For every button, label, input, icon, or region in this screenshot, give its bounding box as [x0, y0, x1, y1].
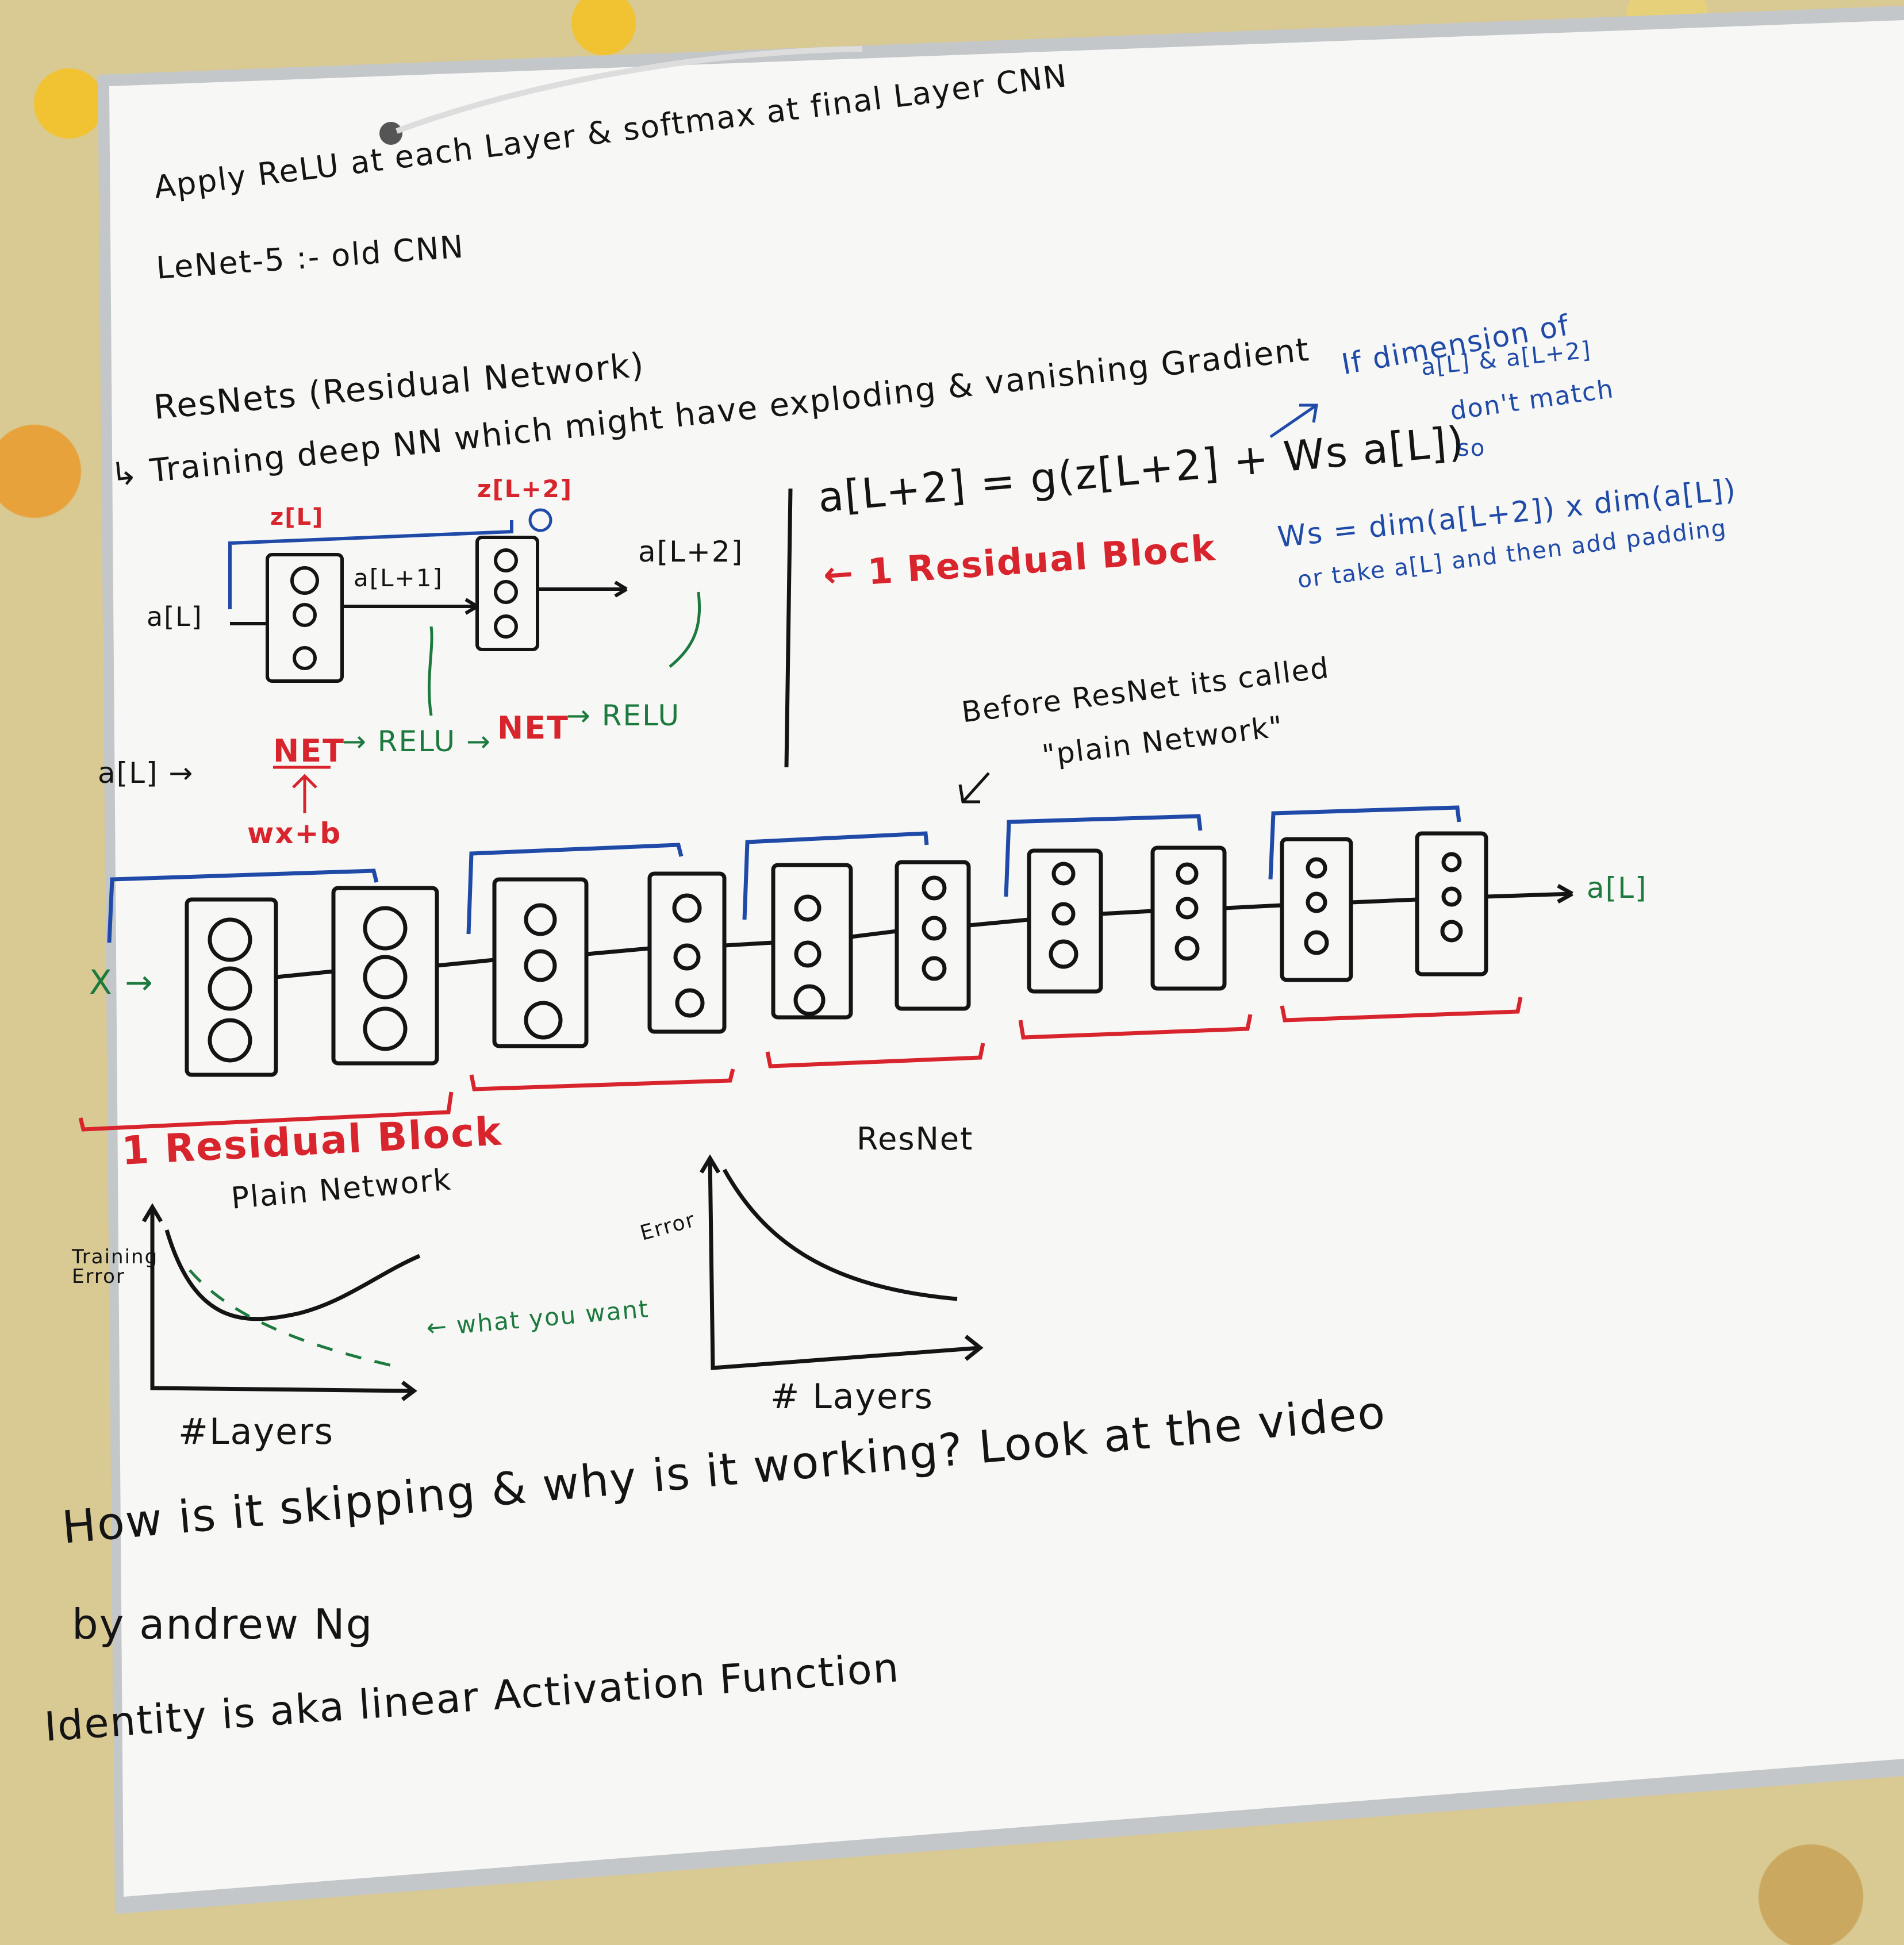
residual-block-diagram [230, 536, 628, 683]
flow-net-1: NET [273, 733, 345, 769]
resnet-graph-title: ResNet [857, 1121, 974, 1157]
hanging-hole [379, 122, 402, 145]
wxb-arrow [292, 774, 317, 813]
divider-line [784, 488, 793, 768]
skip-connection-top [228, 520, 513, 609]
desired-curve [189, 1269, 403, 1370]
a-l1-label: a[L+1] [354, 564, 443, 592]
residual-brackets [78, 997, 1523, 1132]
hanging-string [396, 46, 863, 134]
plain-network-graph [141, 1203, 421, 1401]
before-resnet-arrow [958, 772, 990, 804]
a-l-output-label: a[L] [1587, 871, 1648, 905]
z-l-label: z[L] [270, 504, 324, 531]
wxb-label: wx+b [247, 817, 342, 850]
a-l2-output-label: a[L+2] [638, 535, 744, 568]
dimension-arrow [1269, 403, 1318, 439]
skip-connections [107, 805, 1461, 943]
a-l-input-label: a[L] [147, 601, 203, 632]
z-l2-label: z[L+2] [477, 475, 573, 503]
flow-relu-2: → RELU [566, 699, 681, 732]
flow-start: a[L] → [98, 756, 194, 790]
relu-arrow-2 [669, 591, 701, 668]
question-note-2: by andrew Ng [72, 1600, 374, 1648]
flow-net-2: NET [497, 710, 569, 746]
plain-to-resnet-network [185, 831, 1573, 1077]
dimension-note-4: so [1457, 435, 1486, 462]
relu-arrow-1 [428, 626, 433, 716]
resnet-graph [699, 1154, 984, 1370]
flow-relu-1: → RELU → [342, 725, 492, 758]
layers-left-label: #Layers [178, 1410, 335, 1452]
training-error-label: Training Error [72, 1246, 159, 1288]
board-surface [109, 20, 1904, 1897]
add-node [528, 508, 552, 532]
x-input-label: X → [89, 963, 154, 1002]
layers-right-label: # Layers [770, 1377, 934, 1417]
